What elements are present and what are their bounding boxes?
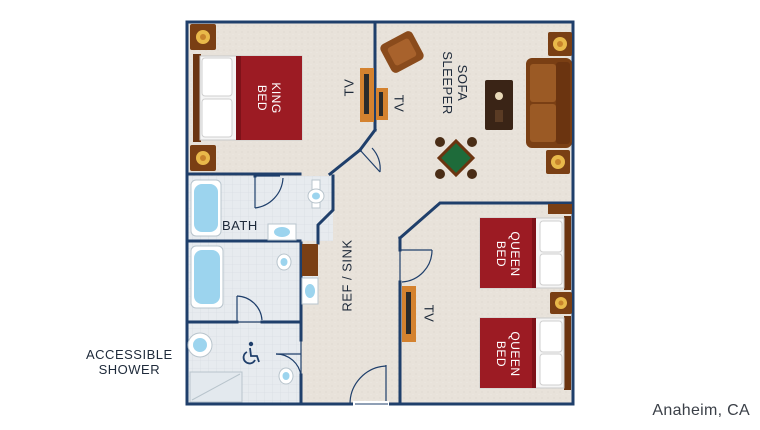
- tv-stand-king: [360, 68, 374, 122]
- end-table-top-right: [548, 32, 572, 56]
- accessible-shower-label: ACCESSIBLE SHOWER: [86, 347, 173, 377]
- toilet-2: [276, 253, 292, 271]
- nightstand-bottom-left: [190, 145, 216, 171]
- coffee-table: [485, 80, 513, 130]
- tv-stand-living: [376, 88, 388, 120]
- ref-sink-label: REF / SINK: [339, 239, 355, 312]
- sink-1: [267, 223, 297, 241]
- king-bed-label-line1: KING: [269, 82, 283, 114]
- queen-bed-2-label-line1: QUEEN: [508, 331, 522, 377]
- king-bed-label: KING BED: [255, 74, 283, 122]
- tv-label-king: TV: [341, 78, 357, 97]
- queen-bed-1-label-line2: BED: [494, 240, 508, 268]
- location-label: Anaheim, CA: [652, 402, 750, 419]
- sofa-sleeper: [526, 58, 572, 148]
- sofa-sleeper-label: SOFA SLEEPER: [440, 48, 470, 118]
- end-table-bottom-right: [546, 150, 570, 174]
- queen-bed-1-label: QUEEN BED: [494, 226, 522, 282]
- wheelchair-icon: [242, 341, 260, 365]
- sofa-sleeper-label-line1: SOFA: [455, 64, 470, 102]
- accessible-shower-label-line2: SHOWER: [98, 362, 161, 377]
- shower-sink: [187, 332, 213, 358]
- bath-label: BATH: [222, 218, 258, 233]
- queen-bed-2: [479, 316, 571, 390]
- nightstand-queen-top: [548, 204, 572, 214]
- vanity-2: [301, 244, 319, 305]
- king-bed: [193, 54, 303, 142]
- king-bed-label-line2: BED: [255, 84, 269, 112]
- queen-bed-2-label-line2: BED: [494, 340, 508, 368]
- toilet-1: [307, 179, 325, 209]
- queen-bed-2-label: QUEEN BED: [494, 326, 522, 382]
- bathtub-2: [190, 245, 224, 309]
- armchair: [380, 31, 424, 73]
- tv-label-living: TV: [391, 94, 407, 113]
- roll-in-shower: [189, 371, 243, 403]
- accessible-shower-label-line1: ACCESSIBLE: [86, 347, 173, 362]
- queen-bed-1: [479, 216, 571, 290]
- queen-bed-1-label-line1: QUEEN: [508, 231, 522, 277]
- tv-stand-queen: [402, 286, 416, 342]
- nightstand-top-left: [190, 24, 216, 50]
- sofa-sleeper-label-line2: SLEEPER: [440, 51, 455, 115]
- bathtub-1: [190, 179, 222, 237]
- tv-label-queen: TV: [421, 304, 437, 323]
- nightstand-queen-middle: [550, 292, 572, 314]
- card-table: [435, 137, 477, 179]
- shower-toilet: [278, 367, 294, 385]
